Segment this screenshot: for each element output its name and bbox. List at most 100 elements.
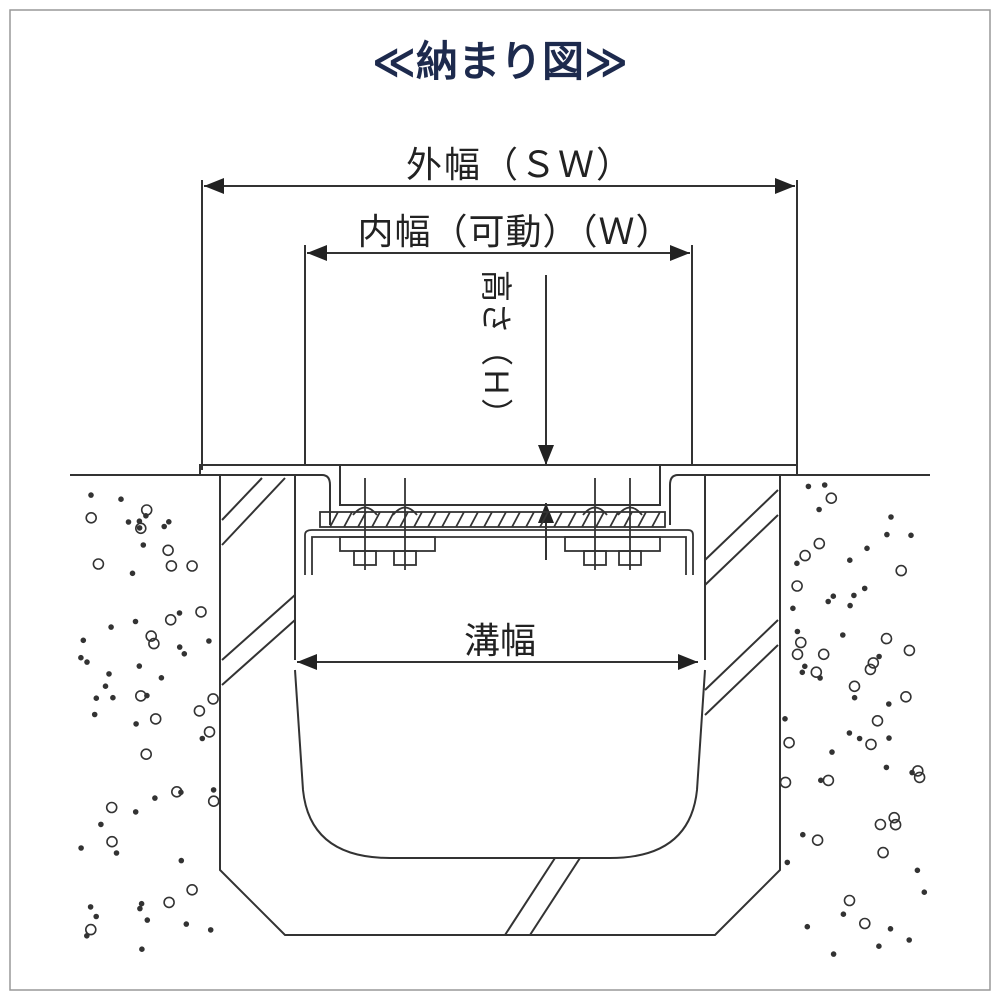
gravel-stone <box>118 496 124 503</box>
gravel-stone <box>805 483 812 490</box>
gravel-stone <box>911 765 924 777</box>
grating-hatch-line <box>539 511 549 528</box>
gravel-stone <box>149 713 162 725</box>
wall-hatching <box>221 477 779 936</box>
gravel-stone <box>799 549 811 562</box>
gravel-stone <box>148 637 160 650</box>
gravel-stone <box>85 511 97 524</box>
gravel-stone <box>829 749 835 755</box>
gravel-stone <box>145 630 157 642</box>
gravel-stone <box>830 951 837 957</box>
gravel-stone <box>794 628 801 635</box>
grating-hatch-line <box>343 511 353 528</box>
gravel-stone <box>106 835 118 848</box>
gravel-stone <box>85 923 97 936</box>
gravel-stone <box>867 657 880 669</box>
gravel-stone <box>199 735 206 742</box>
gravel-stone <box>176 644 183 650</box>
gravel-stone <box>858 917 871 930</box>
gravel-stone <box>830 593 837 600</box>
gravel-stone <box>183 921 190 927</box>
gravel-stone <box>804 923 811 930</box>
grating-hatch-line <box>483 511 493 528</box>
concrete-channel <box>219 475 781 936</box>
grating-hatch-line <box>525 511 535 528</box>
trench-width-label: 溝幅 <box>463 621 536 662</box>
gravel-stone <box>864 545 870 552</box>
gravel-stone <box>171 785 183 798</box>
gravel-stone <box>876 653 882 660</box>
gravel-stone <box>84 932 90 939</box>
gravel-stone <box>78 654 84 661</box>
gravel-stone <box>136 525 143 531</box>
gravel-stone <box>158 674 165 681</box>
bolt-nut <box>583 550 607 566</box>
gravel-stone <box>865 738 877 751</box>
gravel-stone <box>163 896 175 909</box>
gravel-stone <box>888 811 901 824</box>
gravel-stone <box>88 492 94 498</box>
gravel-stone <box>162 544 174 557</box>
gravel-stone <box>152 795 158 801</box>
grating-hatch-line <box>581 511 591 528</box>
gravel-stone <box>210 787 217 793</box>
gravel-stone <box>80 637 87 644</box>
inner-width-dimension <box>304 245 693 466</box>
gravel-stone <box>791 648 804 661</box>
gravel-stone <box>137 905 143 912</box>
gravel-stone <box>889 818 902 831</box>
bolt-nut <box>393 550 417 566</box>
gravel-stone <box>799 669 806 676</box>
gravel-stone <box>136 663 143 669</box>
gravel-stone <box>811 834 824 847</box>
grating-hatch-line <box>371 511 381 528</box>
gravel-stone <box>129 570 136 577</box>
gravel-stone <box>166 518 172 525</box>
frame-plate <box>199 464 798 525</box>
grating-hatch-line <box>651 511 661 528</box>
grating-hatch-line <box>595 511 605 528</box>
gravel-stone <box>900 690 912 703</box>
gravel-stone <box>848 680 861 693</box>
gravel-stone <box>78 845 84 851</box>
gravel-stone <box>110 694 116 701</box>
gravel-stone <box>207 795 220 808</box>
bolt-head <box>617 506 643 516</box>
grating-hatch-line <box>329 511 339 528</box>
gravel-soil <box>78 482 928 957</box>
gravel-stone <box>876 943 882 950</box>
gravel-stone <box>880 632 893 645</box>
gravel-stone <box>846 557 853 564</box>
grating-hatch-line <box>609 511 619 528</box>
gravel-stone <box>102 683 109 690</box>
gravel-stone <box>164 613 177 626</box>
gravel-stone <box>195 606 207 618</box>
gravel-stone <box>93 695 100 702</box>
gravel-stone <box>133 721 139 727</box>
gravel-stone <box>794 636 807 649</box>
gravel-stone <box>181 650 188 657</box>
grating-hatch-line <box>399 511 409 528</box>
grating-hatch-line <box>567 511 577 528</box>
gravel-stone <box>140 748 152 761</box>
gravel-stone <box>921 889 928 896</box>
gravel-stone <box>883 764 890 771</box>
gravel-stone <box>176 610 183 616</box>
gravel-stone <box>203 726 216 738</box>
grating-hatch-line <box>455 511 465 528</box>
gravel-stone <box>903 644 916 657</box>
gravel-stone <box>810 666 823 679</box>
gravel-stone <box>84 659 90 665</box>
gravel-stone <box>817 648 830 661</box>
gravel-stone <box>813 537 826 550</box>
gravel-stone <box>87 904 94 910</box>
grating <box>304 511 694 575</box>
gravel-stone <box>895 564 908 577</box>
outer-width-label: 外幅（ＳＷ） <box>405 145 634 186</box>
gravel-stone <box>143 512 149 519</box>
gravel-stone <box>132 809 139 815</box>
gravel-stone <box>851 694 858 701</box>
gravel-stone <box>93 913 99 920</box>
gravel-stone <box>206 638 212 644</box>
